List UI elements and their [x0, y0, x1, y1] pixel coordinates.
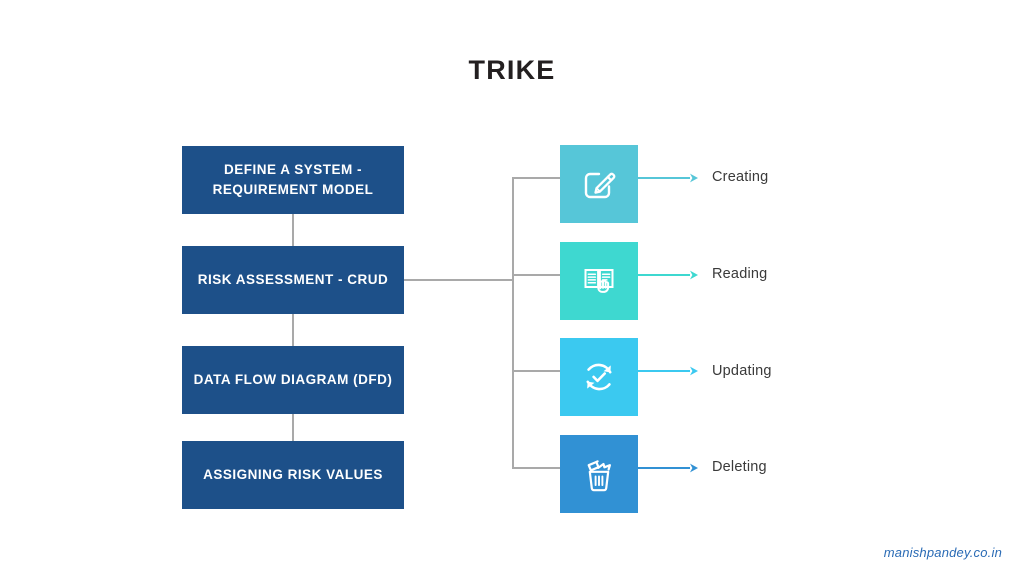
arrow-updating [638, 364, 700, 376]
crud-tile-deleting[interactable] [560, 435, 638, 513]
connector-crud-stem [404, 279, 514, 281]
crud-tile-updating[interactable] [560, 338, 638, 416]
arrow-reading [638, 268, 700, 280]
connector-branch-updating [512, 370, 560, 372]
page-title: TRIKE [468, 55, 556, 85]
connector-step3-step4 [292, 414, 294, 441]
book-hand-icon [577, 259, 621, 303]
connector-step2-step3 [292, 314, 294, 346]
connector-branch-reading [512, 274, 560, 276]
arrow-deleting [638, 461, 700, 473]
process-box-assigning-risk-values[interactable]: ASSIGNING RISK VALUES [182, 441, 404, 509]
process-box-data-flow-diagram[interactable]: DATA FLOW DIAGRAM (DFD) [182, 346, 404, 414]
connector-crud-trunk [512, 177, 514, 469]
connector-branch-creating [512, 177, 560, 179]
label-creating: Creating [712, 169, 769, 185]
label-updating: Updating [712, 363, 772, 379]
process-box-risk-assessment[interactable]: RISK ASSESSMENT - CRUD [182, 246, 404, 314]
label-reading: Reading [712, 266, 768, 282]
pencil-square-icon [577, 162, 621, 206]
process-box-define-system[interactable]: DEFINE A SYSTEM - REQUIREMENT MODEL [182, 146, 404, 214]
crud-tile-creating[interactable] [560, 145, 638, 223]
connector-step1-step2 [292, 214, 294, 246]
watermark: manishpandey.co.in [883, 545, 1002, 560]
arrow-creating [638, 171, 700, 183]
refresh-check-icon [577, 355, 621, 399]
label-deleting: Deleting [712, 459, 767, 475]
trash-bin-icon [577, 452, 621, 496]
connector-branch-deleting [512, 467, 560, 469]
crud-tile-reading[interactable] [560, 242, 638, 320]
